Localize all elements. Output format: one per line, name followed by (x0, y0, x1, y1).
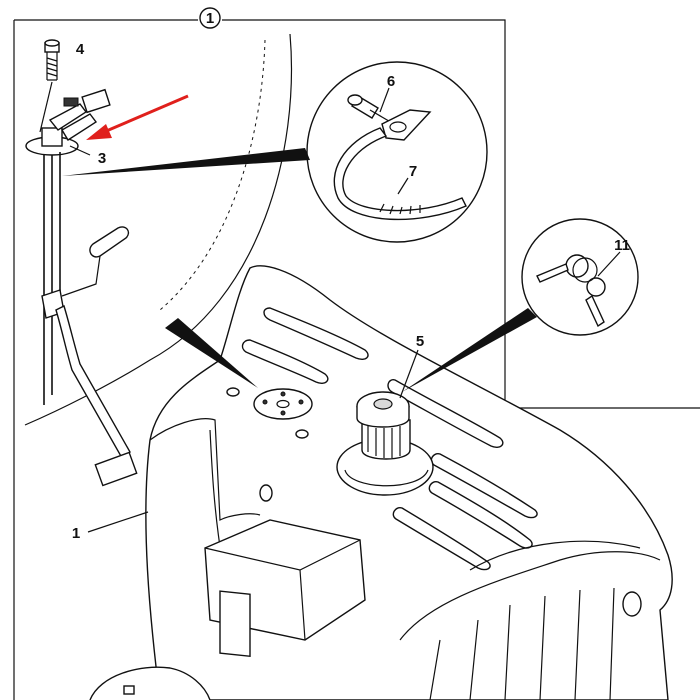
detail-arc (24, 33, 293, 426)
leader-1-tank (87, 511, 149, 533)
callout-assembly: 1 (206, 10, 214, 27)
detail-circle-keys (521, 218, 639, 336)
fuel-sender-unit (25, 88, 138, 487)
callout-tank: 1 (72, 525, 80, 542)
detail-circle-strap (306, 61, 488, 243)
leader-7 (397, 177, 409, 195)
callout-filler-cap: 5 (416, 333, 424, 350)
callout-sender-unit: 3 (98, 150, 106, 167)
callout-keys: 11 (614, 237, 630, 254)
assembly-bracket (13, 19, 700, 700)
filler-cap (356, 391, 411, 460)
bolt-part (44, 39, 60, 81)
wedge-to-mount-plate (165, 318, 258, 388)
highlight-arrow (86, 94, 189, 140)
callout-bolt: 4 (76, 41, 85, 58)
leader-6 (379, 87, 390, 113)
leader-5 (399, 349, 419, 399)
leader-3 (69, 145, 91, 156)
wedge-to-key-detail (402, 308, 537, 392)
assembly-callout-circle (199, 7, 221, 29)
callout-clamp-screw: 6 (387, 73, 395, 90)
bolt-leader (39, 81, 53, 133)
wedge-to-strap-detail (62, 148, 310, 176)
callout-strap: 7 (409, 163, 417, 180)
detail-circle-bottom (89, 666, 211, 700)
leader-11 (597, 251, 621, 277)
detail-arc-dashed (159, 39, 266, 311)
